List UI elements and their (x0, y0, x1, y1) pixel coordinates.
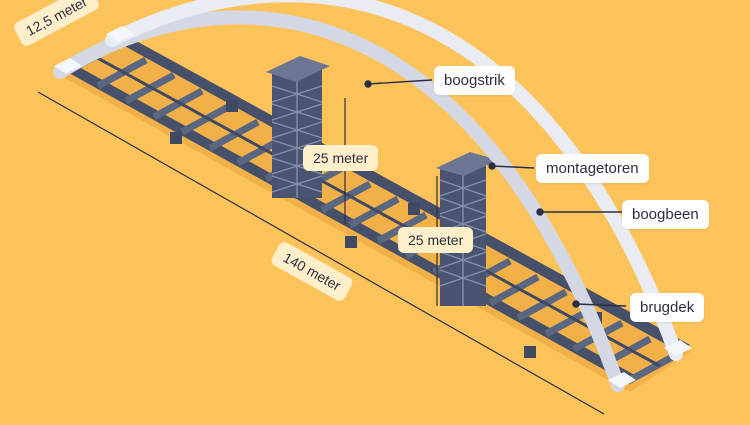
arch-front (105, 0, 683, 361)
leader-lines (364, 79, 627, 308)
support-piers (170, 100, 602, 358)
deck-stringer (91, 53, 661, 368)
dimension-height-right: 25 meter (398, 227, 474, 253)
label-boogstrik: boogstrik (434, 66, 515, 95)
label-brugdek: brugdek (630, 293, 705, 322)
deck-right-beam (110, 32, 690, 352)
bearing-blocks (54, 26, 692, 388)
label-boogbeen: boogbeen (622, 200, 709, 229)
dimension-height-left: 25 meter (303, 145, 379, 171)
montagetoren-left (266, 56, 330, 198)
length-dimension-line (37, 91, 605, 415)
label-montagetoren: montagetoren (536, 154, 649, 183)
deck-shadow (60, 42, 690, 392)
